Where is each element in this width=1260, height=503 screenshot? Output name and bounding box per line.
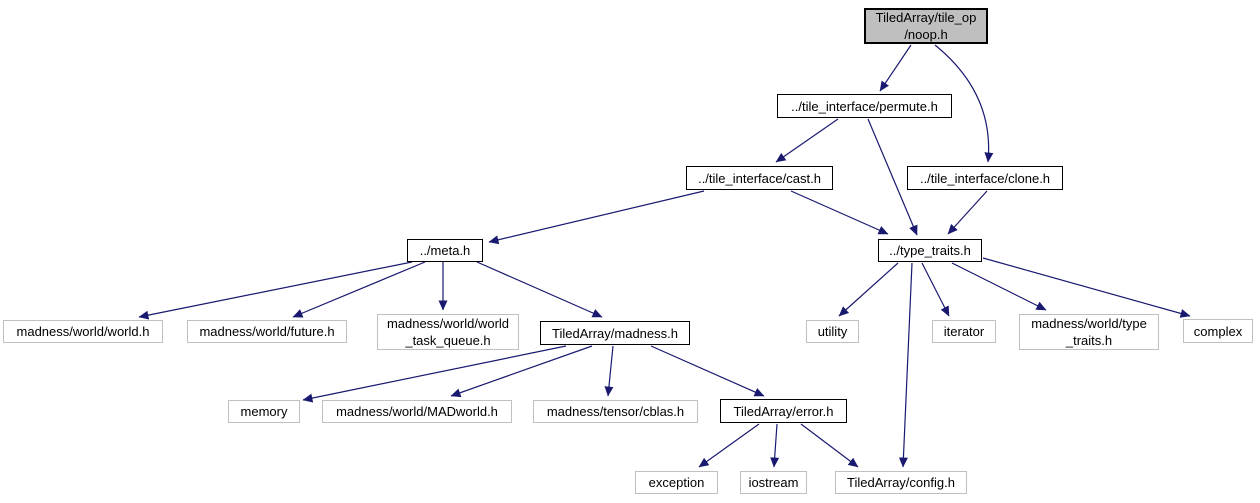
node-madness[interactable]: TiledArray/madness.h bbox=[540, 321, 690, 345]
node-label: madness/world/MADworld.h bbox=[336, 404, 498, 419]
node-label: ../type_traits.h bbox=[889, 243, 971, 258]
edge-cast-meta bbox=[488, 190, 705, 245]
node-label: /noop.h bbox=[904, 27, 948, 42]
edge-madness-memory bbox=[302, 345, 567, 403]
edge-type_traits-config bbox=[898, 262, 913, 468]
edge-cast-type_traits bbox=[790, 190, 889, 235]
node-label: _traits.h bbox=[1065, 333, 1113, 348]
node-iostream[interactable]: iostream bbox=[740, 471, 807, 494]
node-memory[interactable]: memory bbox=[228, 400, 300, 423]
edge-meta-madness bbox=[476, 261, 603, 318]
edge-madness-madworld bbox=[450, 345, 593, 398]
edge-noop-permute bbox=[879, 44, 912, 92]
node-label: iostream bbox=[748, 475, 799, 490]
edge-meta-world bbox=[138, 261, 413, 320]
node-label: madness/tensor/cblas.h bbox=[546, 404, 685, 419]
node-permute[interactable]: ../tile_interface/permute.h bbox=[777, 94, 952, 118]
node-clone[interactable]: ../tile_interface/clone.h bbox=[907, 166, 1063, 190]
edge-meta-future bbox=[292, 261, 426, 318]
edge-permute-type_traits bbox=[867, 118, 918, 236]
node-label: madness/world/type bbox=[1031, 316, 1147, 331]
node-label: exception bbox=[648, 475, 705, 490]
node-label: madness/world/world bbox=[386, 316, 510, 331]
node-cblas[interactable]: madness/tensor/cblas.h bbox=[533, 400, 698, 423]
edge-group bbox=[138, 44, 1191, 468]
edge-type_traits-complex bbox=[982, 257, 1191, 318]
edge-type_traits-iterator bbox=[921, 262, 950, 317]
node-noop[interactable]: TiledArray/tile_op/noop.h bbox=[864, 8, 988, 44]
node-wtq[interactable]: madness/world/world _task_queue.h bbox=[377, 314, 519, 350]
node-label: madness/world/future.h bbox=[199, 324, 335, 339]
node-config[interactable]: TiledArray/config.h bbox=[835, 471, 967, 494]
node-label: TiledArray/error.h bbox=[733, 403, 834, 419]
node-label: TiledArray/config.h bbox=[847, 475, 955, 490]
edge-error-config bbox=[800, 423, 859, 468]
node-label: _task_queue.h bbox=[405, 333, 491, 348]
node-label: TiledArray/tile_op bbox=[875, 10, 977, 25]
node-mwtt[interactable]: madness/world/type _traits.h bbox=[1019, 314, 1159, 350]
node-world[interactable]: madness/world/world.h bbox=[3, 320, 163, 343]
node-meta[interactable]: ../meta.h bbox=[407, 239, 483, 262]
node-iterator[interactable]: iterator bbox=[932, 320, 996, 343]
edge-error-iostream bbox=[770, 423, 780, 468]
edge-clone-type_traits bbox=[947, 190, 988, 235]
edge-error-exception bbox=[698, 423, 760, 468]
node-complex[interactable]: complex bbox=[1183, 319, 1253, 343]
node-label: ../meta.h bbox=[419, 243, 471, 258]
node-label: madness/world/world.h bbox=[16, 324, 150, 339]
node-type_traits[interactable]: ../type_traits.h bbox=[878, 239, 982, 262]
node-label: complex bbox=[1193, 323, 1243, 339]
edge-type_traits-utility bbox=[838, 262, 899, 317]
node-label: TiledArray/madness.h bbox=[552, 325, 678, 341]
edge-noop-clone bbox=[934, 44, 994, 163]
node-madworld[interactable]: madness/world/MADworld.h bbox=[322, 400, 512, 423]
edge-madness-cblas bbox=[604, 345, 614, 397]
node-label: iterator bbox=[943, 324, 985, 339]
node-label: ../tile_interface/cast.h bbox=[698, 170, 821, 186]
node-utility[interactable]: utility bbox=[806, 320, 859, 343]
node-future[interactable]: madness/world/future.h bbox=[187, 320, 347, 343]
node-label: utility bbox=[817, 324, 848, 339]
node-label: memory bbox=[240, 404, 288, 419]
edge-permute-cast bbox=[775, 118, 839, 163]
node-exception[interactable]: exception bbox=[635, 471, 718, 494]
edge-type_traits-mwtt bbox=[951, 262, 1047, 311]
node-label: ../tile_interface/clone.h bbox=[919, 170, 1051, 186]
node-cast[interactable]: ../tile_interface/cast.h bbox=[686, 166, 833, 190]
node-label: ../tile_interface/permute.h bbox=[791, 98, 938, 114]
node-error[interactable]: TiledArray/error.h bbox=[720, 399, 847, 423]
edge-madness-error bbox=[650, 345, 765, 397]
